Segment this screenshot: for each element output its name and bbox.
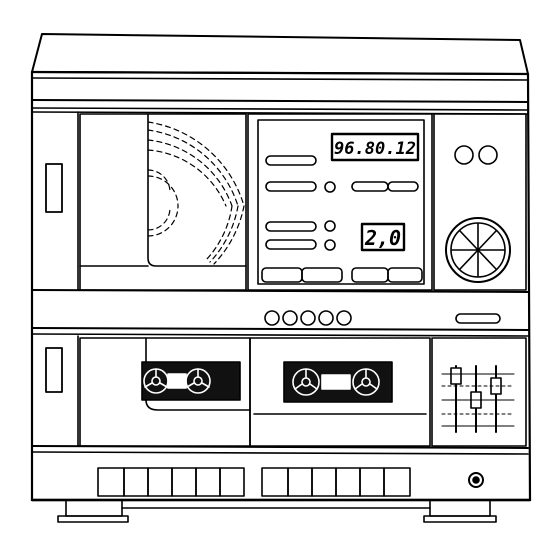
deck-b-keys — [262, 468, 410, 496]
frequency-display-text: 96.80.12 — [334, 139, 416, 159]
counter-display-text: 2,0 — [364, 226, 401, 250]
equalizer-panel — [432, 338, 526, 446]
power-slot-button[interactable] — [456, 314, 500, 323]
function-button-1[interactable] — [265, 311, 279, 325]
transport-key[interactable] — [262, 468, 288, 496]
right-amp-panel — [434, 114, 526, 290]
tuner-control-panel: 96.80.12 2,0 — [248, 114, 432, 290]
indicator-led-3 — [325, 240, 335, 250]
headphone-jack-icon[interactable] — [469, 473, 483, 487]
deck-a-keys — [98, 468, 244, 496]
cassette-window-a — [142, 362, 240, 400]
indicator-led-1 — [325, 182, 335, 192]
transport-key[interactable] — [384, 468, 410, 496]
knob-right[interactable] — [479, 146, 497, 164]
band-button-left[interactable] — [262, 268, 302, 282]
dust-cover-lid[interactable] — [32, 34, 528, 74]
vu-meter-icon — [446, 218, 510, 282]
preset-button-4[interactable] — [266, 240, 316, 249]
mode-button-left[interactable] — [352, 268, 388, 282]
cassette-deck-a[interactable] — [80, 338, 250, 446]
cd-platter-dashed — [148, 122, 244, 264]
transport-key[interactable] — [336, 468, 360, 496]
cabinet-outline — [32, 72, 530, 500]
function-button-3[interactable] — [301, 311, 315, 325]
base-plinth — [32, 500, 530, 522]
transport-key[interactable] — [124, 468, 148, 496]
preset-button-2[interactable] — [266, 182, 316, 191]
indicator-led-2 — [325, 221, 335, 231]
middle-strip — [32, 311, 528, 336]
cd-tuner-section: 96.80.12 2,0 — [32, 112, 528, 292]
tuning-button-left[interactable] — [352, 182, 388, 191]
transport-key[interactable] — [288, 468, 312, 496]
preset-button-3[interactable] — [266, 222, 316, 231]
cd-bay[interactable] — [80, 114, 246, 290]
transport-key[interactable] — [220, 468, 244, 496]
cassette-section — [32, 336, 528, 448]
eq-slider-1[interactable] — [451, 366, 461, 432]
side-handle-bottom[interactable] — [46, 348, 62, 392]
transport-keys — [32, 452, 528, 496]
cassette-deck-b[interactable] — [250, 338, 430, 446]
eq-slider-3[interactable] — [491, 366, 501, 432]
function-button-2[interactable] — [283, 311, 297, 325]
eq-slider-2[interactable] — [471, 366, 481, 432]
function-button-5[interactable] — [337, 311, 351, 325]
tuning-button-right[interactable] — [388, 182, 418, 191]
transport-key[interactable] — [312, 468, 336, 496]
knob-left[interactable] — [455, 146, 473, 164]
side-handle-top[interactable] — [46, 164, 62, 212]
preset-button-1[interactable] — [266, 156, 316, 165]
transport-key[interactable] — [98, 468, 124, 496]
transport-key[interactable] — [360, 468, 384, 496]
function-button-4[interactable] — [319, 311, 333, 325]
band-button-right[interactable] — [302, 268, 342, 282]
transport-key[interactable] — [196, 468, 220, 496]
transport-key[interactable] — [148, 468, 172, 496]
transport-key[interactable] — [172, 468, 196, 496]
mode-button-right[interactable] — [388, 268, 422, 282]
